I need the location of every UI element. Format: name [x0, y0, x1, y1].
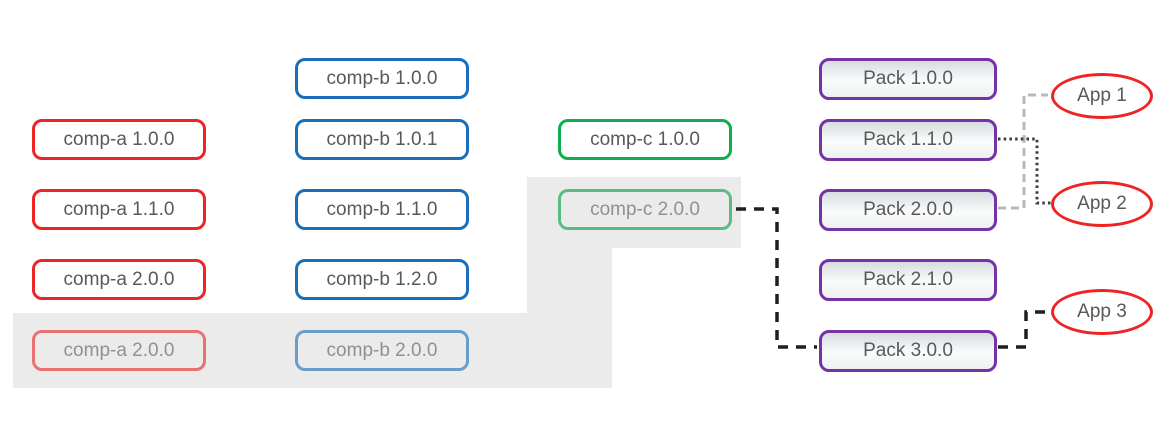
connector-pack-1-1-0-to-app-2 [998, 137, 1052, 205]
node-comp-a-1-1-0[interactable]: comp-a 1.1.0 [32, 189, 206, 230]
node-comp-a-1-0-0[interactable]: comp-a 1.0.0 [32, 119, 206, 160]
node-comp-c-2-0-0-faded[interactable]: comp-c 2.0.0 [558, 189, 732, 230]
node-app-1[interactable]: App 1 [1051, 73, 1153, 119]
node-pack-3-0-0[interactable]: Pack 3.0.0 [819, 330, 997, 372]
node-app-3[interactable]: App 3 [1051, 289, 1153, 335]
node-comp-b-1-1-0[interactable]: comp-b 1.1.0 [295, 189, 469, 230]
node-comp-b-1-0-0[interactable]: comp-b 1.0.0 [295, 58, 469, 99]
node-comp-c-1-0-0[interactable]: comp-c 1.0.0 [558, 119, 732, 160]
node-comp-a-2-0-0-faded[interactable]: comp-a 2.0.0 [32, 330, 206, 371]
node-pack-1-1-0[interactable]: Pack 1.1.0 [819, 119, 997, 161]
node-pack-2-0-0[interactable]: Pack 2.0.0 [819, 189, 997, 231]
connector-comp-c-2-0-0-to-pack-3-0-0 [736, 207, 817, 349]
node-comp-b-1-2-0[interactable]: comp-b 1.2.0 [295, 259, 469, 300]
connector-pack-2-0-0-to-app-1 [998, 93, 1048, 210]
node-pack-1-0-0[interactable]: Pack 1.0.0 [819, 58, 997, 100]
node-comp-b-1-0-1[interactable]: comp-b 1.0.1 [295, 119, 469, 160]
connector-pack-3-0-0-to-app-3 [998, 310, 1049, 349]
node-comp-a-2-0-0[interactable]: comp-a 2.0.0 [32, 259, 206, 300]
node-app-2[interactable]: App 2 [1051, 181, 1153, 227]
highlight-region-middle [527, 248, 612, 314]
node-comp-b-2-0-0-faded[interactable]: comp-b 2.0.0 [295, 330, 469, 371]
node-pack-2-1-0[interactable]: Pack 2.1.0 [819, 259, 997, 301]
